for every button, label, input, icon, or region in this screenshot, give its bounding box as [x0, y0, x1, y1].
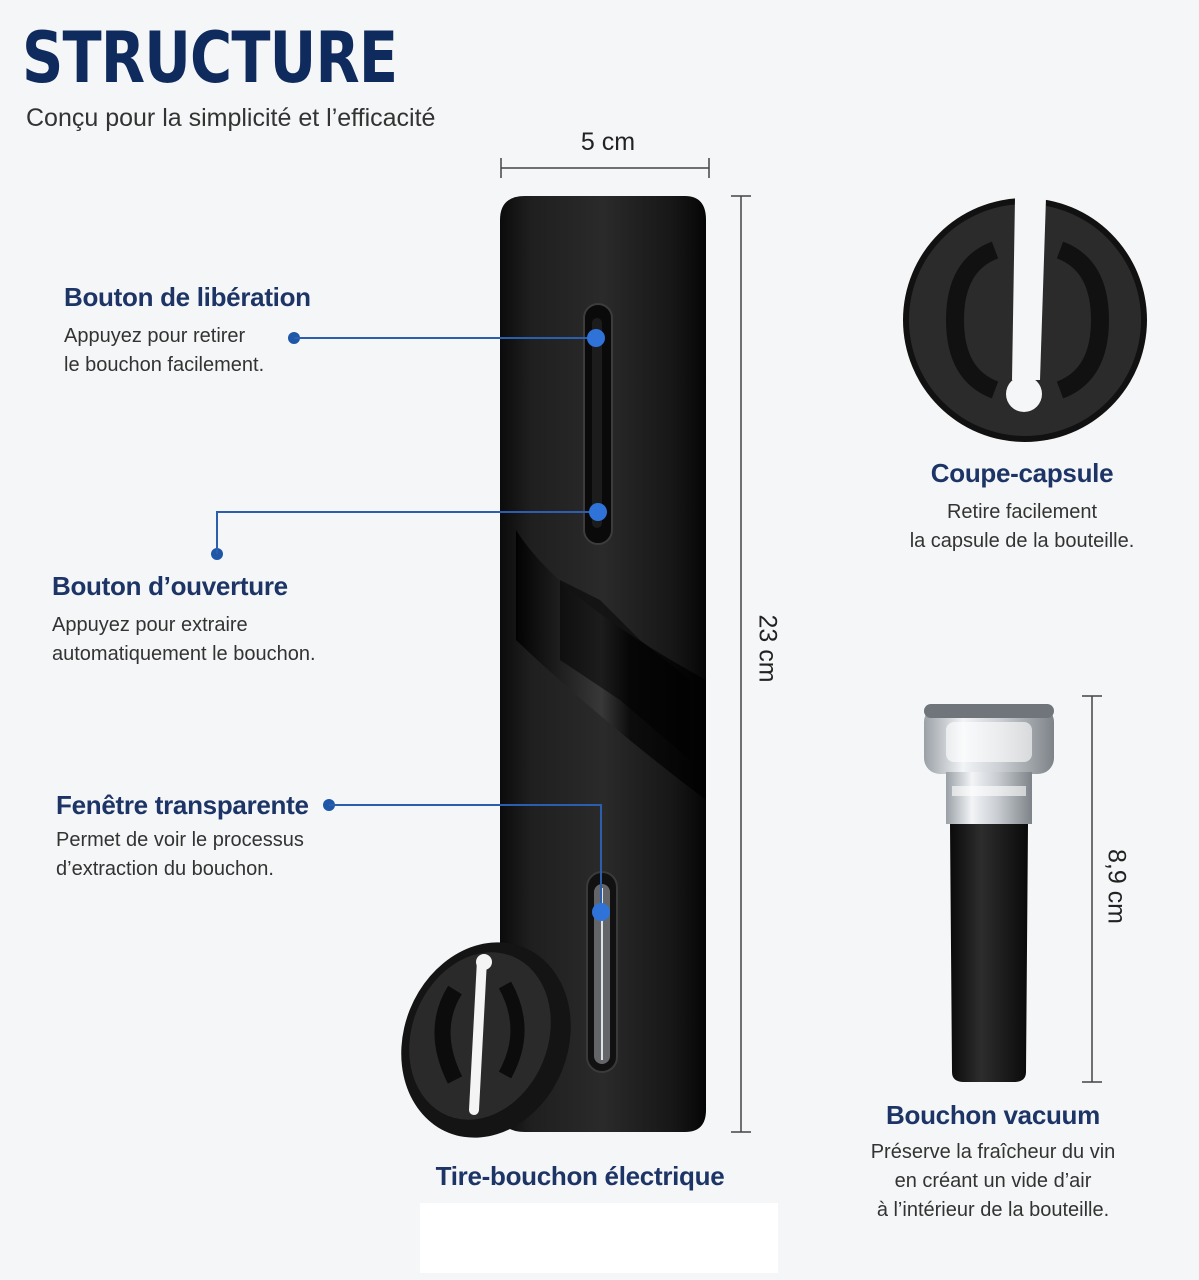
- vacuum-stopper-title: Bouchon vacuum: [886, 1100, 1100, 1130]
- vacuum-stopper-desc-line3: à l’intérieur de la bouteille.: [876, 1199, 1110, 1221]
- vacuum-stopper-desc-line1: Préserve la fraîcheur du vin: [870, 1141, 1116, 1163]
- window-desc: Permet de voir le processus d’extraction…: [56, 826, 304, 884]
- window-title: Fenêtre transparente: [56, 790, 309, 820]
- product-caption: Tire-bouchon électrique: [435, 1161, 725, 1191]
- stopper-height-label: 8,9 cm: [1102, 848, 1131, 925]
- foil-cutter-small: [401, 942, 571, 1138]
- callout-release-button: [288, 329, 605, 347]
- callout-window: [323, 799, 610, 921]
- vacuum-stopper-desc: Préserve la fraîcheur du vin en créant u…: [842, 1138, 1144, 1225]
- vacuum-stopper-desc-line2: en créant un vide d’air: [894, 1170, 1092, 1192]
- window-desc-line2: d’extraction du bouchon.: [56, 858, 274, 880]
- height-dimension-line: [731, 195, 751, 1133]
- release-button-desc: Appuyez pour retirer le bouchon facileme…: [64, 322, 264, 380]
- open-button-desc: Appuyez pour extraire automatiquement le…: [52, 611, 316, 669]
- callout-open-button: [211, 503, 607, 560]
- width-dimension-line: [500, 158, 710, 178]
- blank-panel: [420, 1203, 778, 1273]
- open-button-desc-line1: Appuyez pour extraire: [52, 614, 248, 636]
- open-button-title: Bouton d’ouverture: [52, 571, 288, 601]
- page-title: STRUCTURE: [22, 17, 398, 99]
- vacuum-stopper: [924, 704, 1054, 1082]
- foil-cutter-desc: Retire facilement la capsule de la boute…: [880, 498, 1164, 556]
- foil-cutter-desc-line1: Retire facilement: [946, 501, 1098, 523]
- window-desc-line1: Permet de voir le processus: [56, 829, 304, 851]
- foil-cutter-title: Coupe-capsule: [930, 458, 1114, 488]
- foil-cutter-large: [903, 198, 1147, 442]
- open-button-desc-line2: automatiquement le bouchon.: [52, 643, 316, 665]
- release-button-desc-line1: Appuyez pour retirer: [64, 325, 246, 347]
- release-button-desc-line2: le bouchon facilement.: [64, 354, 265, 376]
- height-label: 23 cm: [753, 614, 782, 683]
- stopper-height-dimension-line: [1082, 695, 1102, 1083]
- release-button-title: Bouton de libération: [64, 282, 311, 312]
- page-subtitle: Conçu pour la simplicité et l’efficacité: [26, 104, 436, 132]
- foil-cutter-desc-line2: la capsule de la bouteille.: [909, 530, 1135, 552]
- width-label: 5 cm: [580, 128, 636, 156]
